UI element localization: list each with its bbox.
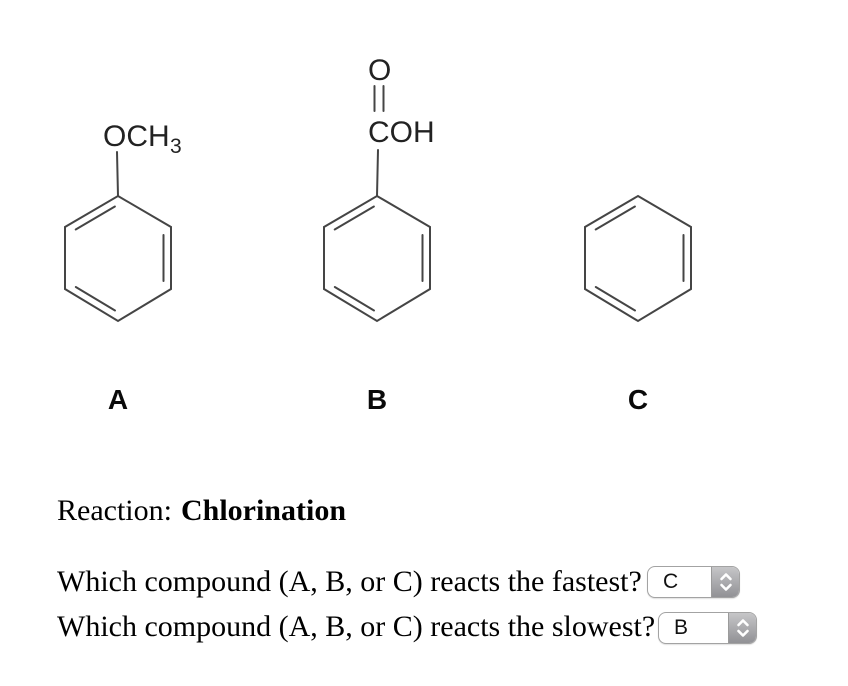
- compound-label-c: C: [627, 384, 649, 415]
- double-bond-a1: [74, 205, 116, 231]
- benzene-ring-a: [64, 194, 172, 323]
- compound-label-b: B: [366, 384, 388, 415]
- benzene-ring-c: [584, 194, 692, 323]
- up-down-chevrons-icon: [711, 567, 739, 597]
- structures-figure: OCH 3 O COH: [64, 54, 692, 323]
- up-down-chevrons-icon: [728, 613, 756, 643]
- double-bond-b1: [333, 205, 375, 231]
- bond-cooh-ring: [376, 149, 379, 197]
- coh-label: COH: [368, 116, 435, 149]
- question-fastest-text: Which compound (A, B, or C) reacts the f…: [57, 565, 642, 598]
- och3-label: OCH: [103, 120, 170, 153]
- reaction-prefix: Reaction:: [57, 494, 172, 527]
- question-slowest-text: Which compound (A, B, or C) reacts the s…: [57, 610, 656, 643]
- molecule-benzene: [584, 194, 692, 323]
- bond-och3-ring: [116, 151, 119, 197]
- reaction-line: Reaction:Chlorination: [57, 496, 346, 526]
- double-bond-b3: [333, 286, 375, 312]
- molecule-benzoic-acid: O COH: [323, 54, 435, 323]
- double-bond-c1: [594, 205, 636, 231]
- compound-label-a: A: [107, 384, 129, 415]
- och3-subscript: 3: [170, 135, 182, 158]
- fastest-select-value: C: [663, 570, 679, 593]
- carbonyl-oxygen-label: O: [368, 54, 391, 87]
- benzene-ring-b: [323, 194, 431, 323]
- molecule-anisole: OCH 3: [64, 120, 182, 323]
- slowest-compound-select[interactable]: B: [658, 612, 757, 644]
- slowest-select-value: B: [674, 616, 689, 639]
- reaction-name: Chlorination: [180, 494, 346, 527]
- double-bond-a3: [74, 286, 116, 312]
- fastest-compound-select[interactable]: C: [647, 566, 740, 598]
- double-bond-c3: [594, 286, 636, 312]
